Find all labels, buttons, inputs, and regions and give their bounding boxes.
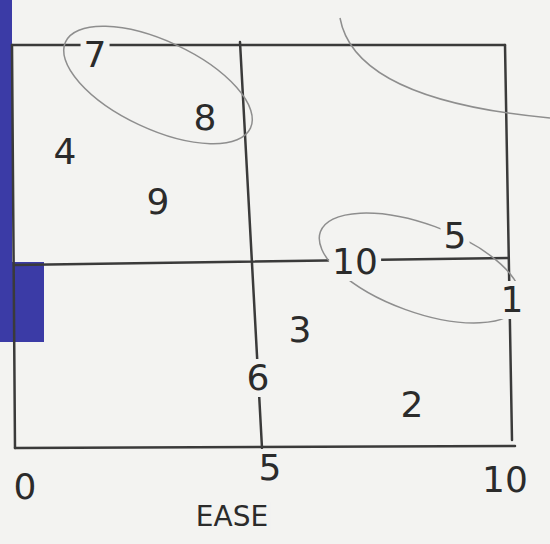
item-number: 5 [441,217,470,255]
item-number: 6 [244,359,273,397]
slide-edge [0,0,44,342]
item-number: 10 [329,243,381,281]
item-number: 8 [191,99,220,137]
grid-line [505,45,512,440]
axis-title: EASE [193,502,271,532]
item-number: 4 [51,133,80,171]
axis-tick: 10 [479,461,531,499]
grid-line [12,45,15,448]
item-number: 7 [81,36,110,74]
group-ellipse [305,190,534,345]
grid-line [15,446,515,448]
boundary-curve [340,18,550,118]
item-number: 3 [286,311,315,349]
item-number: 2 [398,386,427,424]
grid-line [14,258,508,265]
axis-tick: 0 [11,468,40,506]
item-number: 1 [498,281,527,319]
axis-tick: 5 [256,449,285,487]
item-number: 9 [144,183,173,221]
group-ellipse [47,2,269,168]
